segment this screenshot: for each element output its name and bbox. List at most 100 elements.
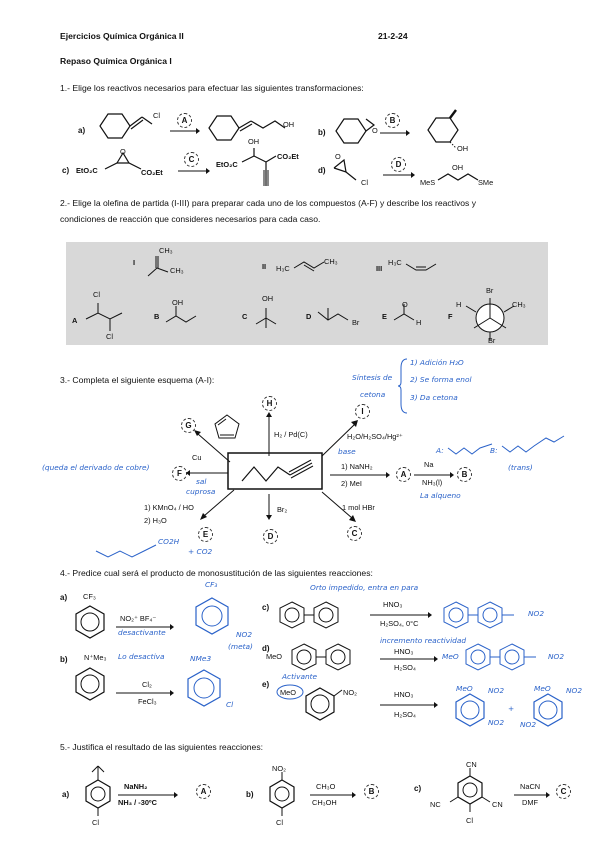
reagent-h3o: 2) H₃O	[144, 516, 167, 525]
olefin-II-ch3: CH₃	[324, 257, 338, 266]
q5-C-circle: C	[556, 784, 571, 799]
q4c-hno3: HNO₃	[383, 600, 403, 609]
q4e-prod1-no2-bottom: NO2	[488, 718, 505, 727]
note-co2: + CO2	[188, 547, 213, 556]
note-a: A:	[436, 446, 444, 455]
q5b-ch3oh: CH₃OH	[312, 798, 337, 807]
doc-date: 21-2-24	[378, 31, 408, 41]
q1c-etoc: EtO₂C	[76, 166, 98, 175]
q5-label-b: b)	[246, 790, 254, 799]
doc-subtitle: Repaso Química Orgánica I	[60, 56, 172, 66]
q1-A-circle: A	[177, 113, 192, 128]
q4e-product1	[455, 693, 485, 727]
note-cuprosa: cuprosa	[186, 487, 216, 496]
q4d-biphenyl	[291, 643, 351, 671]
note-meta: (meta)	[228, 642, 253, 651]
q4c-h2so4: H₂SO₄, 0°C	[380, 619, 419, 628]
compound-A-cl-bottom: Cl	[106, 332, 113, 341]
note-a-structure	[447, 443, 493, 455]
note-cetona: cetona	[360, 390, 386, 399]
q2-compound-F: F	[448, 312, 453, 321]
q4e-meo: MeO	[280, 688, 297, 697]
note-brace	[397, 358, 408, 414]
compound-B-structure	[165, 306, 197, 323]
q1c-prod-co2et: CO₂Et	[277, 152, 299, 161]
q5a-cl: Cl	[92, 818, 99, 827]
q4-label-d: d)	[262, 644, 270, 653]
q5c-cn-right: CN	[492, 800, 503, 809]
q5a-nh3: NH₃ / -30ºC	[118, 798, 157, 807]
q1d-mes: MeS	[420, 178, 436, 187]
compound-E-o: O	[402, 300, 408, 309]
note-sintesis: Síntesis de	[352, 373, 393, 382]
olefin-II-structure	[293, 261, 325, 272]
note-base: base	[338, 447, 356, 456]
q1-label-a: a)	[78, 126, 86, 135]
q2-compound-A: A	[72, 316, 78, 325]
q5a-arrow	[118, 792, 178, 798]
compound-D-br: Br	[352, 318, 360, 327]
q4b-cl2: Cl₂	[142, 680, 152, 689]
q2-olefin-I: I	[133, 258, 136, 267]
q1d-cl: Cl	[361, 178, 368, 187]
reagent-h2pd: H₂ / Pd(C)	[274, 430, 308, 439]
note-incremento: incremento reactividad	[380, 636, 467, 645]
q3-arrow-upleft	[194, 430, 231, 463]
q4e-plus: +	[508, 704, 515, 713]
q1-B-circle: B	[385, 113, 400, 128]
q3-arrow-downleft	[200, 489, 235, 520]
q3-A-circle: A	[396, 467, 411, 482]
compound-F-newman	[465, 298, 515, 340]
compound-E-structure	[393, 304, 415, 321]
q4d-prod-no2: NO2	[548, 652, 565, 661]
q4-label-e: e)	[262, 680, 270, 689]
q4d-meo: MeO	[266, 652, 283, 661]
q4b-prod-cl: Cl	[226, 700, 234, 709]
q5c-structure	[449, 768, 491, 812]
q2-prompt-line2: condiciones de reacción que consideres n…	[60, 214, 321, 224]
q4b-arrow	[116, 690, 174, 696]
q3-prompt: 3.- Completa el siguiente esquema (A-I):	[60, 375, 215, 385]
q5-label-a: a)	[62, 790, 70, 799]
q4d-h2so4: H₂SO₄	[394, 663, 416, 672]
q1-prompt: 1.- Elige los reactivos necesarios para …	[60, 83, 364, 93]
olefin-II-h3c: H₃C	[276, 264, 290, 273]
compound-C-oh: OH	[262, 294, 274, 303]
olefin-I-ch3-top: CH₃	[159, 246, 173, 255]
q3-G-circle: G	[181, 418, 196, 433]
q1a-cl: Cl	[153, 111, 160, 120]
q2-compound-C: C	[242, 312, 248, 321]
reagent-br2: Br₂	[277, 505, 288, 514]
q1b-arrow	[380, 130, 410, 136]
q1a-product	[208, 115, 286, 141]
note-b: B:	[490, 446, 498, 455]
q4d-prod-meo: MeO	[442, 652, 459, 661]
reagent-nh3: NH₃(l)	[422, 478, 443, 487]
q1d-oh: OH	[452, 163, 464, 172]
q5-label-c: c)	[414, 784, 422, 793]
q4b-benzene	[75, 667, 105, 701]
q1-D-circle: D	[391, 157, 406, 172]
q4e-product2	[533, 693, 563, 727]
q4a-cf3: CF₃	[83, 592, 96, 601]
q1d-epoxide	[333, 158, 357, 181]
q1b-o: O	[372, 126, 378, 135]
q4e-benzene	[305, 687, 343, 721]
q1b-oh: OH	[457, 144, 469, 153]
q4e-h2so4: H₂SO₄	[394, 710, 416, 719]
q4b-prod-nme3: NMe3	[190, 654, 212, 663]
note-step3: 3) Da cetona	[410, 393, 458, 402]
q2-olefin-III: III	[376, 264, 383, 273]
note-acid-structure	[95, 544, 157, 558]
q1d-sme: SMe	[478, 178, 494, 187]
q3-F-circle: F	[172, 466, 187, 481]
q5a-structure	[85, 765, 111, 816]
q4c-arrow	[370, 612, 432, 618]
note-alqueno: La alqueno	[420, 491, 461, 500]
q1a-reactant	[99, 113, 153, 139]
q2-compound-E: E	[382, 312, 387, 321]
q1-label-d: d)	[318, 166, 326, 175]
q4e-prod2-no2-bottom: NO2	[520, 720, 537, 729]
q5-prompt: 5.- Justifica el resultado de las siguie…	[60, 742, 264, 752]
q4-prompt: 4.- Predice cual será el producto de mon…	[60, 568, 373, 578]
